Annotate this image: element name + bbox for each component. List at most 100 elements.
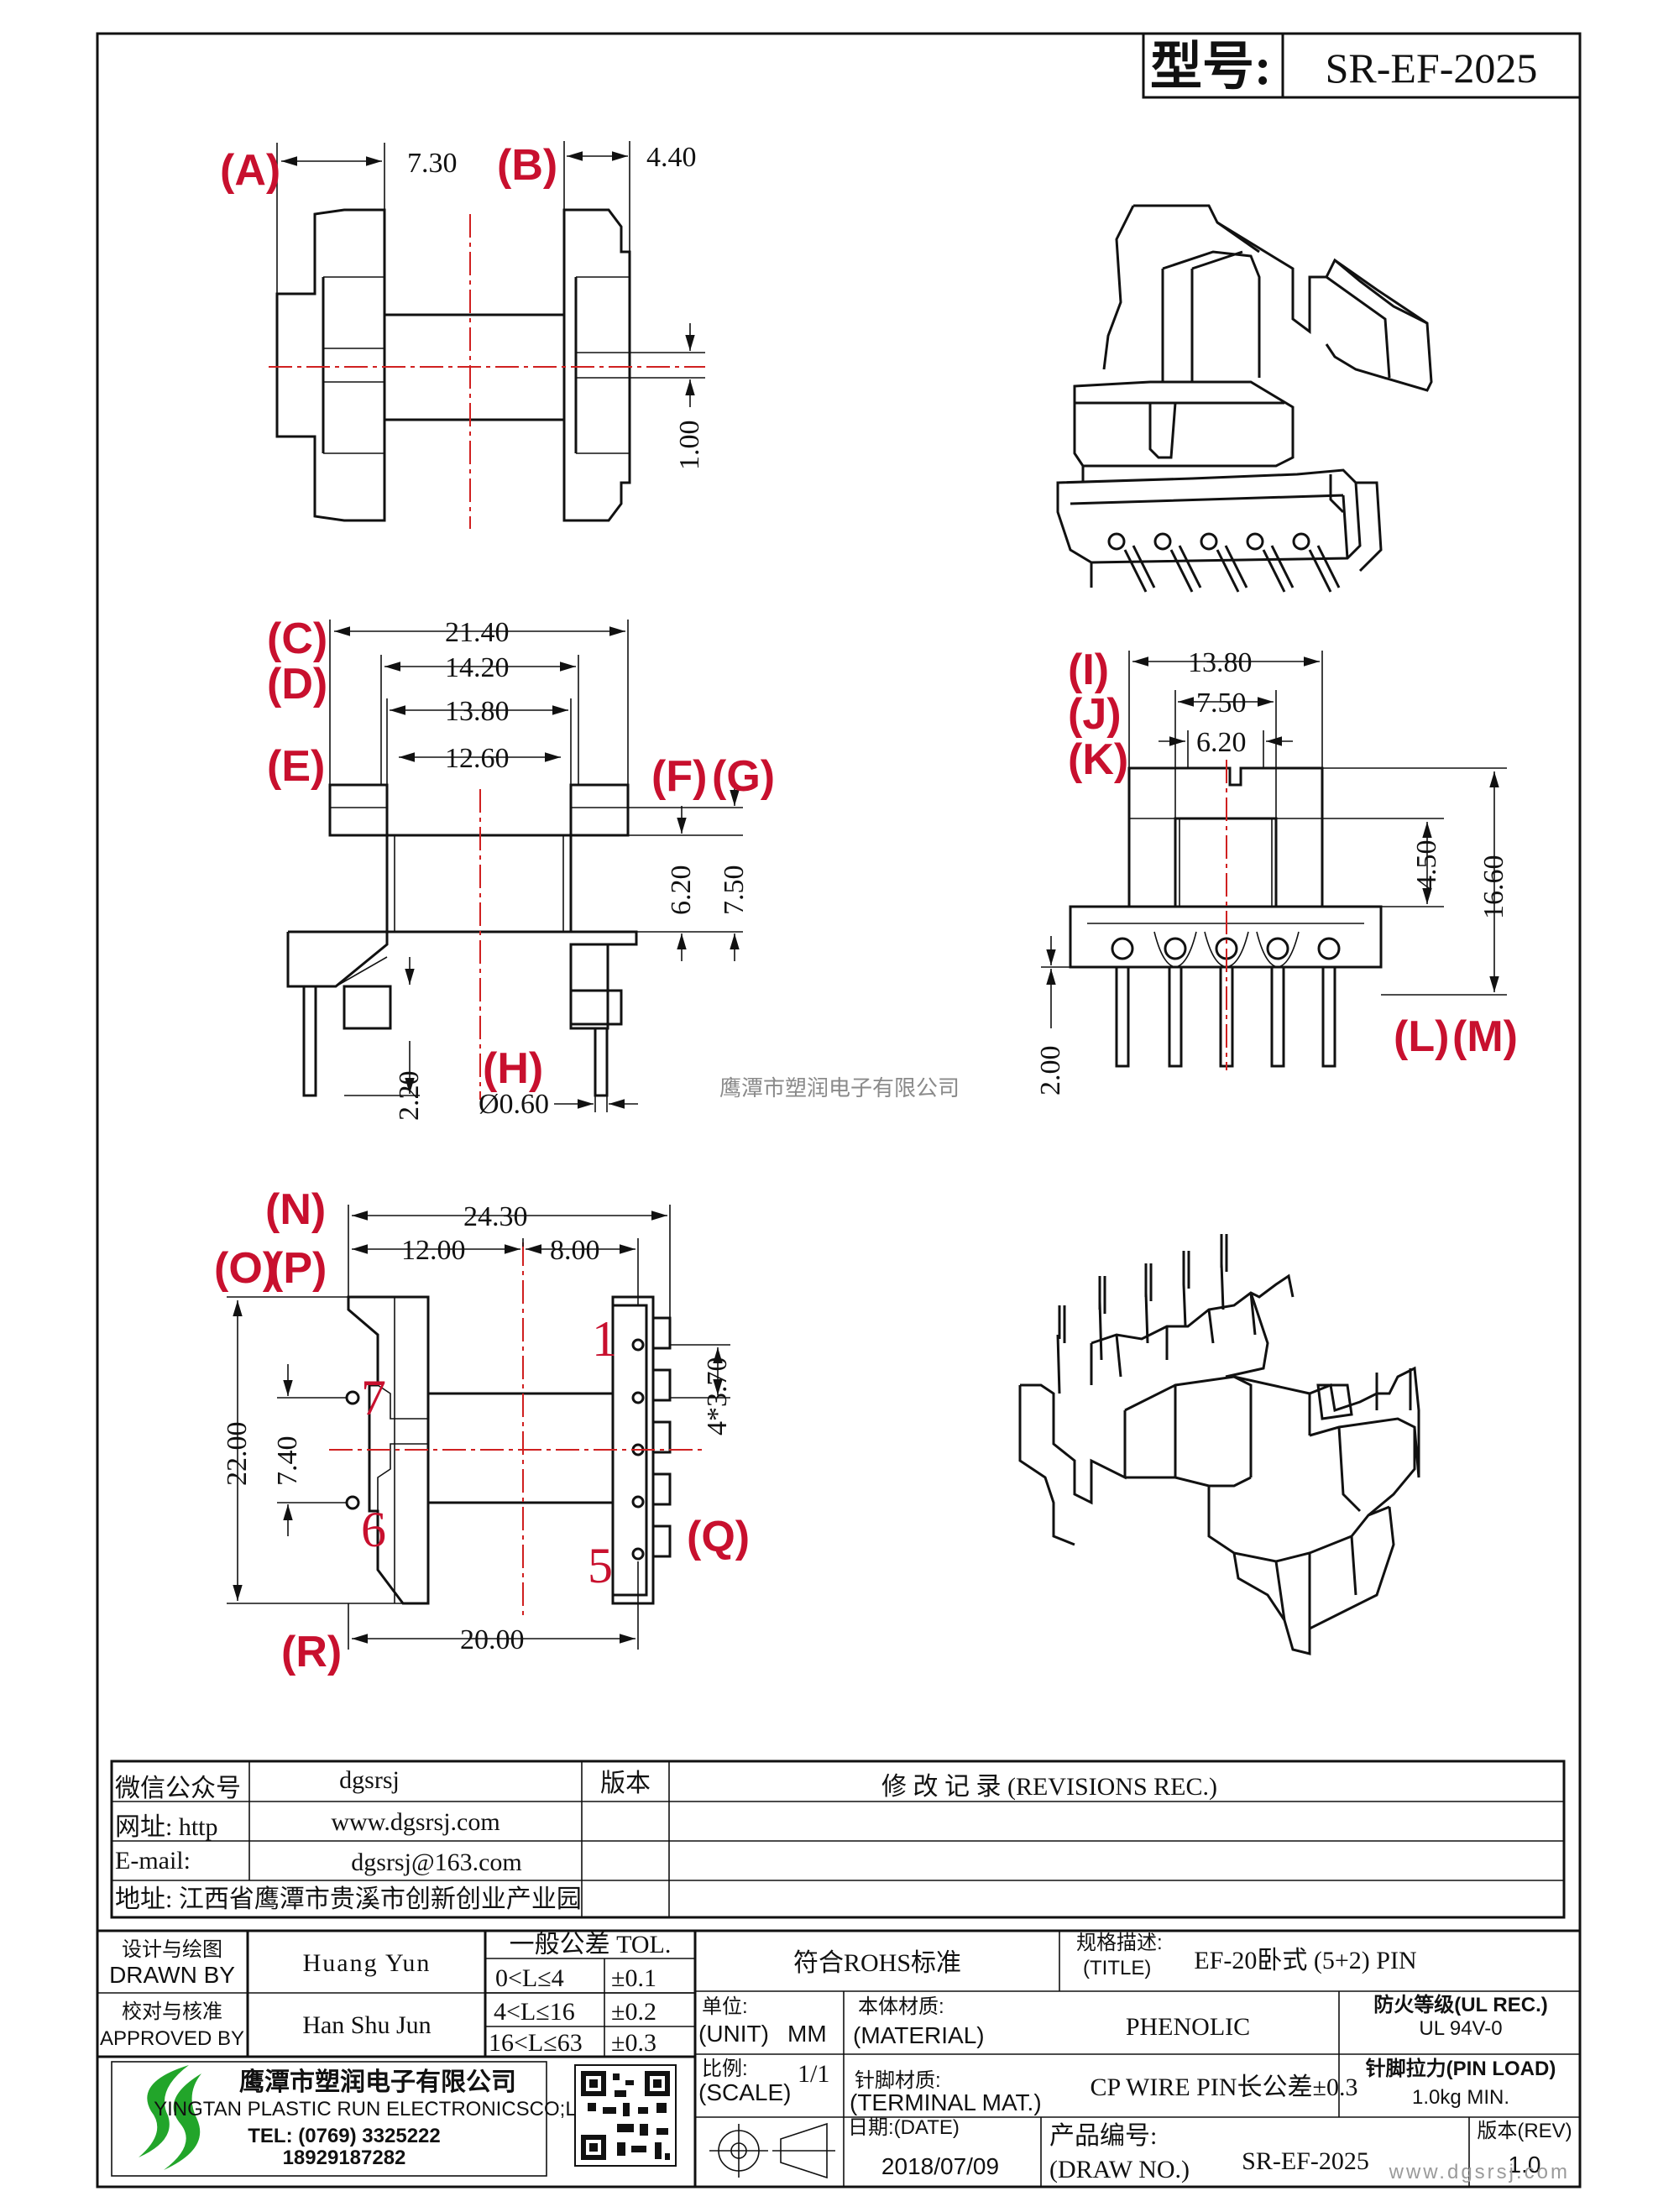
dim-bottom-24-30: 24.30: [463, 1201, 528, 1232]
svg-text:(J): (J): [1068, 690, 1122, 739]
title-en: (TITLE): [1083, 1957, 1151, 1979]
dim-side-4-50: 4.50: [1411, 840, 1442, 891]
svg-text:(B): (B): [497, 141, 557, 190]
title-cn: 规格描述:: [1076, 1932, 1163, 1954]
dim-front-6-20: 6.20: [666, 865, 697, 916]
unit-en: (UNIT): [698, 2021, 769, 2047]
marker-f: F: [666, 752, 693, 801]
marker-h: H: [497, 1044, 529, 1093]
center-watermark: 鹰潭市塑润电子有限公司: [719, 1075, 960, 1101]
dim-front-14-20: 14.20: [445, 652, 510, 683]
svg-text:(H): (H): [483, 1044, 543, 1093]
title-block: 设计与绘图 DRAWN BY Huang Yun 校对与核准 APPROVED …: [97, 1929, 1580, 2187]
marker-r: R: [296, 1628, 327, 1676]
unit-value: MM: [787, 2021, 827, 2047]
scale-cn: 比例:: [702, 2058, 748, 2080]
svg-text:(P): (P): [269, 1244, 327, 1293]
terminal-en: (TERMINAL MAT.): [850, 2089, 1042, 2115]
dim-bottom-12-00: 12.00: [401, 1235, 466, 1266]
svg-text:(L): (L): [1394, 1012, 1449, 1061]
side-view: 13.80 7.50 6.20 4.50 16.60 2.00 (I) (J) …: [1035, 646, 1518, 1096]
pinload-value: 1.0kg MIN.: [1412, 2086, 1509, 2109]
dim-bottom-8-00: 8.00: [550, 1235, 600, 1266]
projection-symbol-icon: [709, 2122, 835, 2179]
tol-value-2: ±0.2: [611, 1998, 656, 2026]
marker-g: G: [726, 752, 760, 801]
dim-front-pin-dia: Ø0.60: [479, 1089, 549, 1120]
tol-value-1: ±0.1: [611, 1964, 656, 1992]
designer-en: DRAWN BY: [109, 1962, 235, 1988]
dim-front-21-40: 21.40: [445, 617, 510, 648]
sheet-border: [96, 32, 1582, 2188]
scale-en: (SCALE): [698, 2079, 791, 2105]
checker-en: APPROVED BY: [100, 2027, 244, 2050]
svg-text:(F): (F): [651, 752, 707, 801]
dim-side-7-50: 7.50: [1196, 688, 1247, 719]
svg-text:(Q): (Q): [687, 1513, 750, 1561]
company-name-cn: 鹰潭市塑润电子有限公司: [239, 2068, 516, 2096]
date-value: 2018/07/09: [881, 2153, 999, 2179]
pin-5: 5: [588, 1538, 613, 1593]
dim-side-2-00: 2.00: [1035, 1046, 1066, 1096]
marker-p: P: [283, 1244, 312, 1293]
marker-q: Q: [701, 1513, 735, 1561]
designer-name: Huang Yun: [303, 1949, 432, 1977]
dim-bottom-22-00: 22.00: [222, 1422, 253, 1487]
address: 地址: 江西省鹰潭市贵溪市创新创业产业园: [115, 1885, 582, 1913]
dim-side-6-20: 6.20: [1196, 727, 1247, 758]
pinload-cn: 针脚拉力(PIN LOAD): [1366, 2057, 1556, 2080]
marker-b: B: [511, 141, 543, 190]
wechat-label: 微信公众号: [115, 1775, 241, 1802]
material-value: PHENOLIC: [1126, 2013, 1250, 2041]
marker-c: C: [281, 614, 313, 663]
svg-text:(I): (I): [1068, 646, 1109, 694]
tolerance-header: 一般公差 TOL.: [510, 1931, 672, 1958]
marker-n: N: [280, 1185, 311, 1234]
checker-cn: 校对与核准: [122, 2000, 222, 2023]
date-cn: 日期:(DATE): [848, 2116, 960, 2139]
svg-text:(K): (K): [1068, 735, 1128, 784]
marker-d: D: [281, 660, 313, 709]
svg-text:(O): (O): [214, 1244, 277, 1293]
dim-top-width-b: 4.40: [646, 142, 697, 173]
marker-j: J: [1082, 690, 1106, 739]
dim-side-16-60: 16.60: [1478, 855, 1509, 920]
flame-cn: 防火等级(UL REC.): [1373, 1993, 1548, 2016]
isometric-view-top: [1056, 204, 1433, 593]
marker-i: I: [1082, 646, 1094, 694]
drawno-value: SR-EF-2025: [1242, 2147, 1369, 2175]
dim-bottom-20-00: 20.00: [460, 1624, 525, 1655]
flame-value: UL 94V-0: [1419, 2017, 1502, 2040]
revision-table: 微信公众号 dgsrsj 网址: http www.dgsrsj.com E-m…: [110, 1760, 1566, 1919]
pin-1: 1: [592, 1311, 617, 1367]
material-cn: 本体材质:: [858, 1995, 944, 2018]
marker-m: M: [1467, 1012, 1503, 1061]
dim-front-2-20: 2.20: [394, 1071, 425, 1122]
dim-front-12-60: 12.60: [445, 743, 510, 774]
tol-value-3: ±0.3: [611, 2029, 656, 2057]
pin-6: 6: [361, 1502, 386, 1557]
web-label: 网址: http: [115, 1813, 218, 1841]
checker-name: Han Shu Jun: [302, 2011, 431, 2039]
web-value: www.dgsrsj.com: [331, 1808, 500, 1836]
model-label: 型号:: [1150, 39, 1272, 96]
bottom-view: 1 5 7 6 24.30 12.00 8.00 4*3.70 22.00 7.…: [214, 1185, 750, 1676]
material-en: (MATERIAL): [853, 2022, 985, 2048]
svg-text:(G): (G): [712, 752, 775, 801]
corner-watermark: www.dgsrsj.com: [1389, 2161, 1570, 2183]
svg-text:(C): (C): [267, 614, 327, 663]
company-tel: TEL: (0769) 3325222: [248, 2125, 440, 2147]
email-label: E-mail:: [115, 1847, 191, 1875]
qr-code-icon: [574, 2064, 677, 2167]
scale-value: 1/1: [798, 2060, 829, 2088]
dim-top-slot: 1.00: [674, 421, 705, 471]
tol-range-1: 0<L≤4: [495, 1964, 564, 1992]
svg-text:(N): (N): [265, 1185, 326, 1234]
model-value: SR-EF-2025: [1326, 44, 1538, 92]
email-value: dgsrsj@163.com: [351, 1849, 521, 1876]
tol-range-2: 4<L≤16: [494, 1998, 575, 2026]
isometric-view-bottom: [1018, 1234, 1420, 1655]
wechat-value: dgsrsj: [339, 1766, 400, 1794]
title-value: EF-20卧式 (5+2) PIN: [1194, 1947, 1416, 1974]
